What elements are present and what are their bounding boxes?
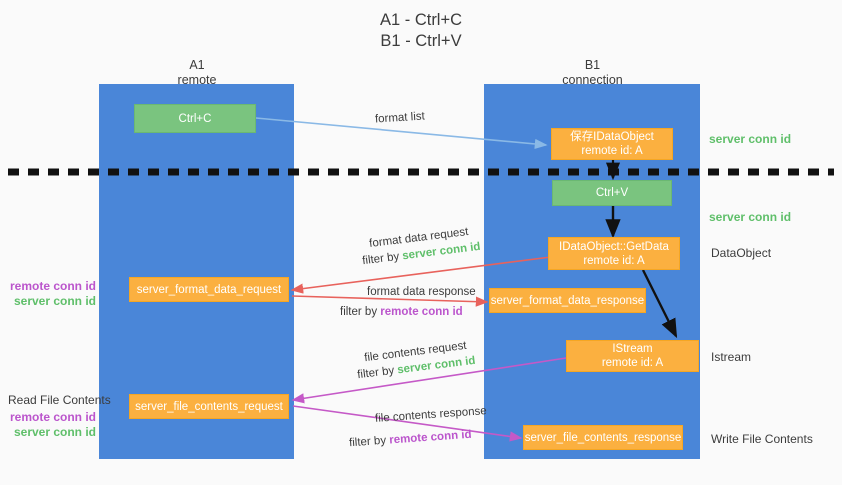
node-istream-line2: remote id: A <box>601 357 664 369</box>
node-server-file-contents-response-label: server_file_contents_response <box>524 431 682 444</box>
left-label-server-conn-id-1: server conn id <box>13 294 96 308</box>
arrow-file-contents-request <box>291 357 567 404</box>
node-server-file-contents-request[interactable]: server_file_contents_request <box>129 394 289 419</box>
left-label-read-file-contents: Read File Contents <box>8 393 111 407</box>
edge-label-filter-remote-conn-1: filter by remote conn id <box>340 305 463 320</box>
left-label-conn-ids-2: remote conn id server conn id <box>8 410 96 440</box>
arrow-file-contents-response <box>292 405 523 442</box>
right-label-server-conn-id-mid: server conn id <box>709 210 792 224</box>
node-istream-line1: IStream <box>612 343 653 355</box>
left-label-conn-ids-1: remote conn id server conn id <box>8 279 96 309</box>
node-getdata[interactable]: IDataObject::GetData remote id: A <box>548 237 680 270</box>
filter-by-text-3: filter by <box>356 364 399 382</box>
lane-title-b1-name: B1 <box>584 58 601 72</box>
node-server-format-data-request-label: server_format_data_request <box>136 283 282 296</box>
node-save-dataobject-line1: 保存IDataObject <box>570 131 654 143</box>
edge-label-format-data-response: format data response <box>367 286 476 298</box>
filter-by-text-1: filter by <box>361 250 404 268</box>
left-label-server-conn-id-2: server conn id <box>13 425 96 439</box>
node-ctrl-c-label: Ctrl+C <box>178 112 212 125</box>
left-label-remote-conn-id-2: remote conn id <box>9 410 96 424</box>
arrow-format-data-response <box>291 295 489 307</box>
page-title-line1: A1 - Ctrl+C <box>379 11 463 29</box>
arrow-format-list <box>255 117 548 150</box>
node-server-file-contents-request-label: server_file_contents_request <box>135 400 283 413</box>
right-label-server-conn-id-top: server conn id <box>709 132 792 146</box>
arrow-getdata-to-istream <box>641 269 678 339</box>
node-getdata-line1: IDataObject::GetData <box>559 240 669 253</box>
lane-title-a1: A1 remote <box>107 58 287 88</box>
node-server-file-contents-response[interactable]: server_file_contents_response <box>523 425 683 450</box>
node-ctrl-c[interactable]: Ctrl+C <box>134 104 256 133</box>
lane-title-b1-sub: connection <box>562 73 623 87</box>
lane-title-b1: B1 connection <box>500 58 685 88</box>
node-server-format-data-request[interactable]: server_format_data_request <box>129 277 289 302</box>
node-save-dataobject[interactable]: 保存IDataObject remote id: A <box>551 128 673 160</box>
filter-by-em-2: remote conn id <box>380 306 463 318</box>
node-ctrl-v[interactable]: Ctrl+V <box>552 180 672 206</box>
node-istream[interactable]: IStream remote id: A <box>566 340 699 372</box>
node-ctrl-v-label: Ctrl+V <box>595 187 629 199</box>
page-title-line2: B1 - Ctrl+V <box>380 32 462 50</box>
arrow-format-data-request <box>290 256 552 294</box>
node-server-format-data-response-label: server_format_data_response <box>490 294 645 307</box>
left-label-remote-conn-id-1: remote conn id <box>9 279 96 293</box>
filter-by-text-4: filter by <box>348 434 390 450</box>
right-label-dataobject: DataObject <box>711 246 772 260</box>
node-server-format-data-response[interactable]: server_format_data_response <box>489 288 646 313</box>
edge-label-format-list: format list <box>374 110 426 126</box>
filter-by-text-2: filter by <box>340 306 381 318</box>
right-label-write-file-contents: Write File Contents <box>711 432 813 446</box>
lane-title-a1-sub: remote <box>177 73 217 87</box>
node-save-dataobject-line2: remote id: A <box>581 145 643 157</box>
node-getdata-line2: remote id: A <box>583 254 645 267</box>
lane-title-a1-name: A1 <box>189 58 205 72</box>
right-label-istream: Istream <box>711 350 752 364</box>
